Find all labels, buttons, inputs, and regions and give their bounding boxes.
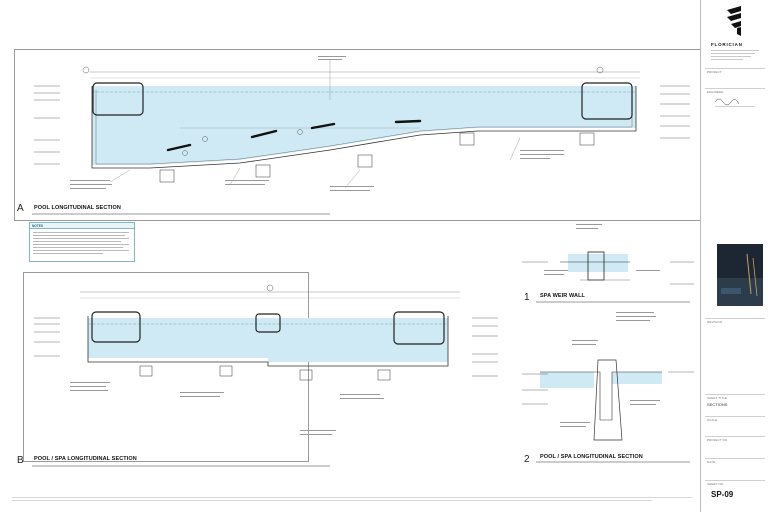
notes-heading: NOTES bbox=[32, 223, 43, 228]
notes-text-lines bbox=[33, 232, 129, 254]
section-b-drawing bbox=[34, 284, 498, 435]
sheet-number: SP-09 bbox=[711, 490, 734, 499]
firm-name: FLORICIAN bbox=[711, 42, 743, 47]
tb-divider bbox=[705, 318, 765, 319]
sheet-no-label: SHEET NO. bbox=[707, 482, 725, 486]
project-label: PROJECT bbox=[707, 70, 722, 74]
engineer-label: ENGINEER bbox=[707, 90, 724, 94]
section-b-frame bbox=[23, 272, 309, 462]
section-b-title: POOL / SPA LONGITUDINAL SECTION bbox=[34, 456, 137, 462]
tb-divider bbox=[705, 394, 765, 395]
detail-2-drawing bbox=[522, 312, 694, 441]
sheet-title-value: SECTIONS bbox=[707, 402, 728, 407]
detail-1-number: 1 bbox=[524, 292, 530, 303]
scale-label: SCALE bbox=[707, 418, 718, 422]
firm-address-lines bbox=[711, 50, 759, 60]
site-photo-thumbnail bbox=[717, 244, 763, 306]
tb-divider bbox=[705, 480, 765, 481]
engineer-signature bbox=[714, 98, 755, 107]
tb-divider bbox=[705, 436, 765, 437]
detail-2-number: 2 bbox=[524, 454, 530, 465]
title-block: FLORICIAN PROJECT ENGINEER bbox=[700, 0, 768, 512]
detail-1-drawing bbox=[522, 224, 694, 285]
tb-divider bbox=[705, 88, 765, 89]
detail-2-title: POOL / SPA LONGITUDINAL SECTION bbox=[540, 454, 643, 460]
section-a-title: POOL LONGITUDINAL SECTION bbox=[34, 205, 121, 211]
section-a-drawing bbox=[34, 56, 690, 191]
notes-header: NOTES bbox=[30, 223, 134, 229]
project-number-label: PROJECT NO. bbox=[707, 438, 729, 442]
detail-1-title: SPA WEIR WALL bbox=[540, 293, 585, 299]
site-photo-image bbox=[717, 244, 763, 306]
tb-divider bbox=[705, 68, 765, 69]
date-label: DATE bbox=[707, 460, 716, 464]
section-a-letter: A bbox=[17, 203, 24, 214]
sheet-title-label: SHEET TITLE bbox=[707, 396, 727, 400]
section-b-letter: B bbox=[17, 455, 24, 466]
tb-divider bbox=[705, 416, 765, 417]
tb-divider bbox=[705, 458, 765, 459]
general-notes-box: NOTES bbox=[29, 222, 135, 262]
firm-logo-icon bbox=[727, 6, 741, 36]
revision-label: REVISION bbox=[707, 320, 723, 324]
